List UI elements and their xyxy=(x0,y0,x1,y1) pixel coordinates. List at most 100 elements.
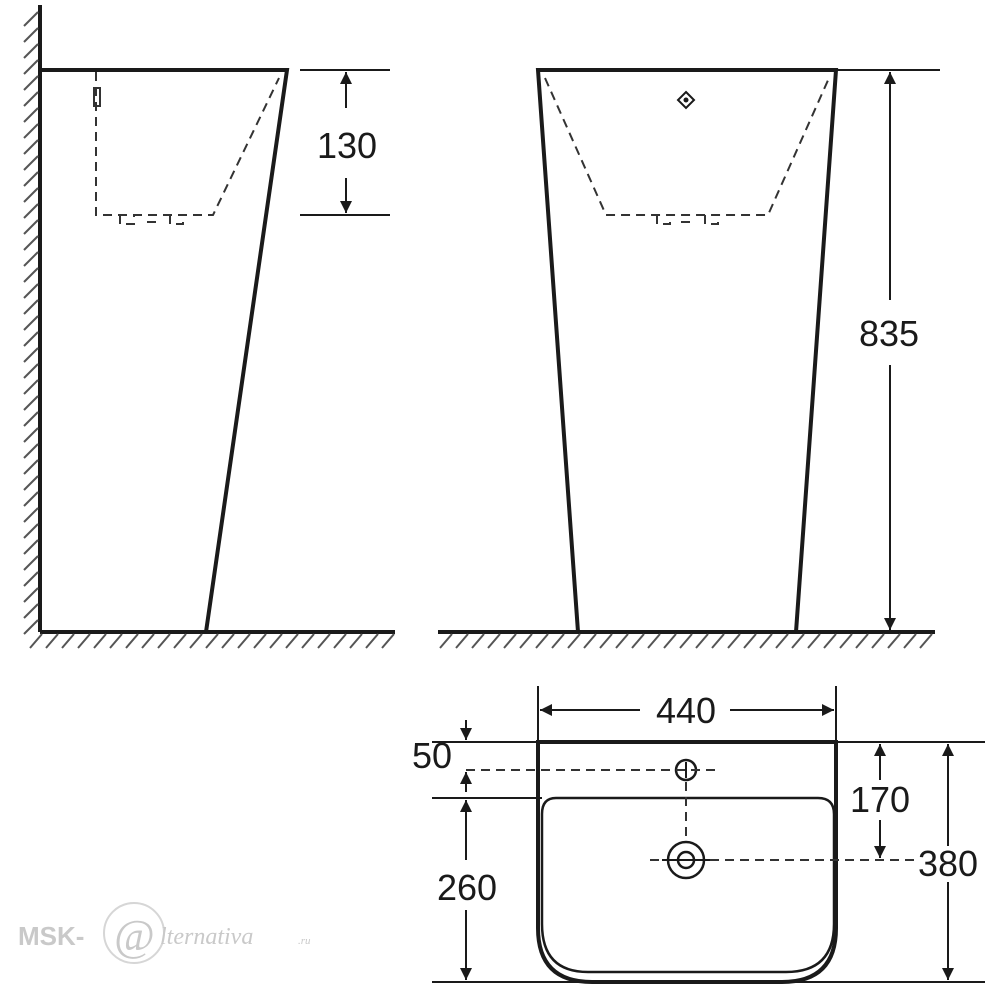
watermark-prefix: MSK- xyxy=(18,921,84,951)
hatch-stroke xyxy=(23,171,39,187)
hatch-stroke xyxy=(349,633,363,649)
hatch-stroke xyxy=(23,523,39,539)
hatch-stroke xyxy=(253,633,267,649)
hatch-stroke xyxy=(503,633,517,649)
hatch-stroke xyxy=(269,633,283,649)
hatch-stroke xyxy=(455,633,469,649)
wall-hatching xyxy=(23,11,39,635)
hatch-stroke xyxy=(381,633,395,649)
hatch-stroke xyxy=(23,571,39,587)
floor-hatching-left xyxy=(29,633,395,649)
hatch-stroke xyxy=(23,283,39,299)
hatch-stroke xyxy=(615,633,629,649)
hatch-stroke xyxy=(663,633,677,649)
hatch-stroke xyxy=(871,633,885,649)
side-basin-hidden xyxy=(95,72,280,216)
hatch-stroke xyxy=(647,633,661,649)
dim-label-260: 260 xyxy=(437,867,497,908)
dim-label-50: 50 xyxy=(412,735,452,776)
hatch-stroke xyxy=(23,139,39,155)
hatch-stroke xyxy=(23,411,39,427)
hatch-stroke xyxy=(471,633,485,649)
hatch-stroke xyxy=(23,379,39,395)
hatch-stroke xyxy=(23,251,39,267)
hatch-stroke xyxy=(29,633,43,649)
hatch-stroke xyxy=(23,427,39,443)
hatch-stroke xyxy=(23,539,39,555)
hatch-stroke xyxy=(23,475,39,491)
hatch-stroke xyxy=(237,633,251,649)
hatch-stroke xyxy=(23,331,39,347)
hatch-stroke xyxy=(23,27,39,43)
side-view: 130 xyxy=(23,5,395,649)
side-drain-hidden xyxy=(119,215,184,225)
hatch-stroke xyxy=(61,633,75,649)
hatch-stroke xyxy=(567,633,581,649)
hatch-stroke xyxy=(109,633,123,649)
hatch-stroke xyxy=(711,633,725,649)
hatch-stroke xyxy=(141,633,155,649)
hatch-stroke xyxy=(599,633,613,649)
hatch-stroke xyxy=(23,363,39,379)
dim-label-130: 130 xyxy=(317,125,377,166)
dim-label-170: 170 xyxy=(850,779,910,820)
watermark-domain: .ru xyxy=(298,935,311,947)
hatch-stroke xyxy=(519,633,533,649)
hatch-stroke xyxy=(221,633,235,649)
hatch-stroke xyxy=(759,633,773,649)
hatch-stroke xyxy=(631,633,645,649)
hatch-stroke xyxy=(23,203,39,219)
hatch-stroke xyxy=(487,633,501,649)
hatch-stroke xyxy=(823,633,837,649)
hatch-stroke xyxy=(23,459,39,475)
hatch-stroke xyxy=(23,187,39,203)
hatch-stroke xyxy=(23,155,39,171)
hatch-stroke xyxy=(23,267,39,283)
dim-label-440: 440 xyxy=(656,690,716,731)
front-view: 835 xyxy=(438,68,940,649)
hatch-stroke xyxy=(807,633,821,649)
hatch-stroke xyxy=(23,299,39,315)
hatch-stroke xyxy=(23,91,39,107)
hatch-stroke xyxy=(23,107,39,123)
hatch-stroke xyxy=(23,555,39,571)
hatch-stroke xyxy=(23,59,39,75)
hatch-stroke xyxy=(77,633,91,649)
hatch-stroke xyxy=(23,507,39,523)
hatch-stroke xyxy=(23,219,39,235)
hatch-stroke xyxy=(23,443,39,459)
hatch-stroke xyxy=(583,633,597,649)
floor-hatching-right xyxy=(439,633,933,649)
front-drain-hidden xyxy=(656,215,719,225)
hatch-stroke xyxy=(23,123,39,139)
hatch-stroke xyxy=(23,43,39,59)
hatch-stroke xyxy=(285,633,299,649)
hatch-stroke xyxy=(173,633,187,649)
hatch-stroke xyxy=(551,633,565,649)
hatch-stroke xyxy=(45,633,59,649)
hatch-stroke xyxy=(301,633,315,649)
watermark-at-ring xyxy=(103,902,165,964)
front-basin-hidden xyxy=(544,77,830,216)
hatch-stroke xyxy=(23,491,39,507)
hatch-stroke xyxy=(855,633,869,649)
top-view: 440 50 260 170 380 xyxy=(412,686,985,984)
hatch-stroke xyxy=(23,395,39,411)
watermark-logo: MSK- @ lternativa .ru xyxy=(18,902,311,964)
hatch-stroke xyxy=(439,633,453,649)
hatch-stroke xyxy=(93,633,107,649)
tap-hole-center xyxy=(683,97,689,103)
watermark-suffix: lternativa xyxy=(160,924,253,950)
watermark-at-symbol: @ xyxy=(114,911,154,960)
hatch-stroke xyxy=(903,633,917,649)
hatch-stroke xyxy=(23,75,39,91)
hatch-stroke xyxy=(535,633,549,649)
hatch-stroke xyxy=(23,619,39,635)
side-overflow-marker xyxy=(93,87,101,107)
hatch-stroke xyxy=(919,633,933,649)
hatch-stroke xyxy=(23,347,39,363)
hatch-stroke xyxy=(727,633,741,649)
hatch-stroke xyxy=(23,603,39,619)
hatch-stroke xyxy=(839,633,853,649)
